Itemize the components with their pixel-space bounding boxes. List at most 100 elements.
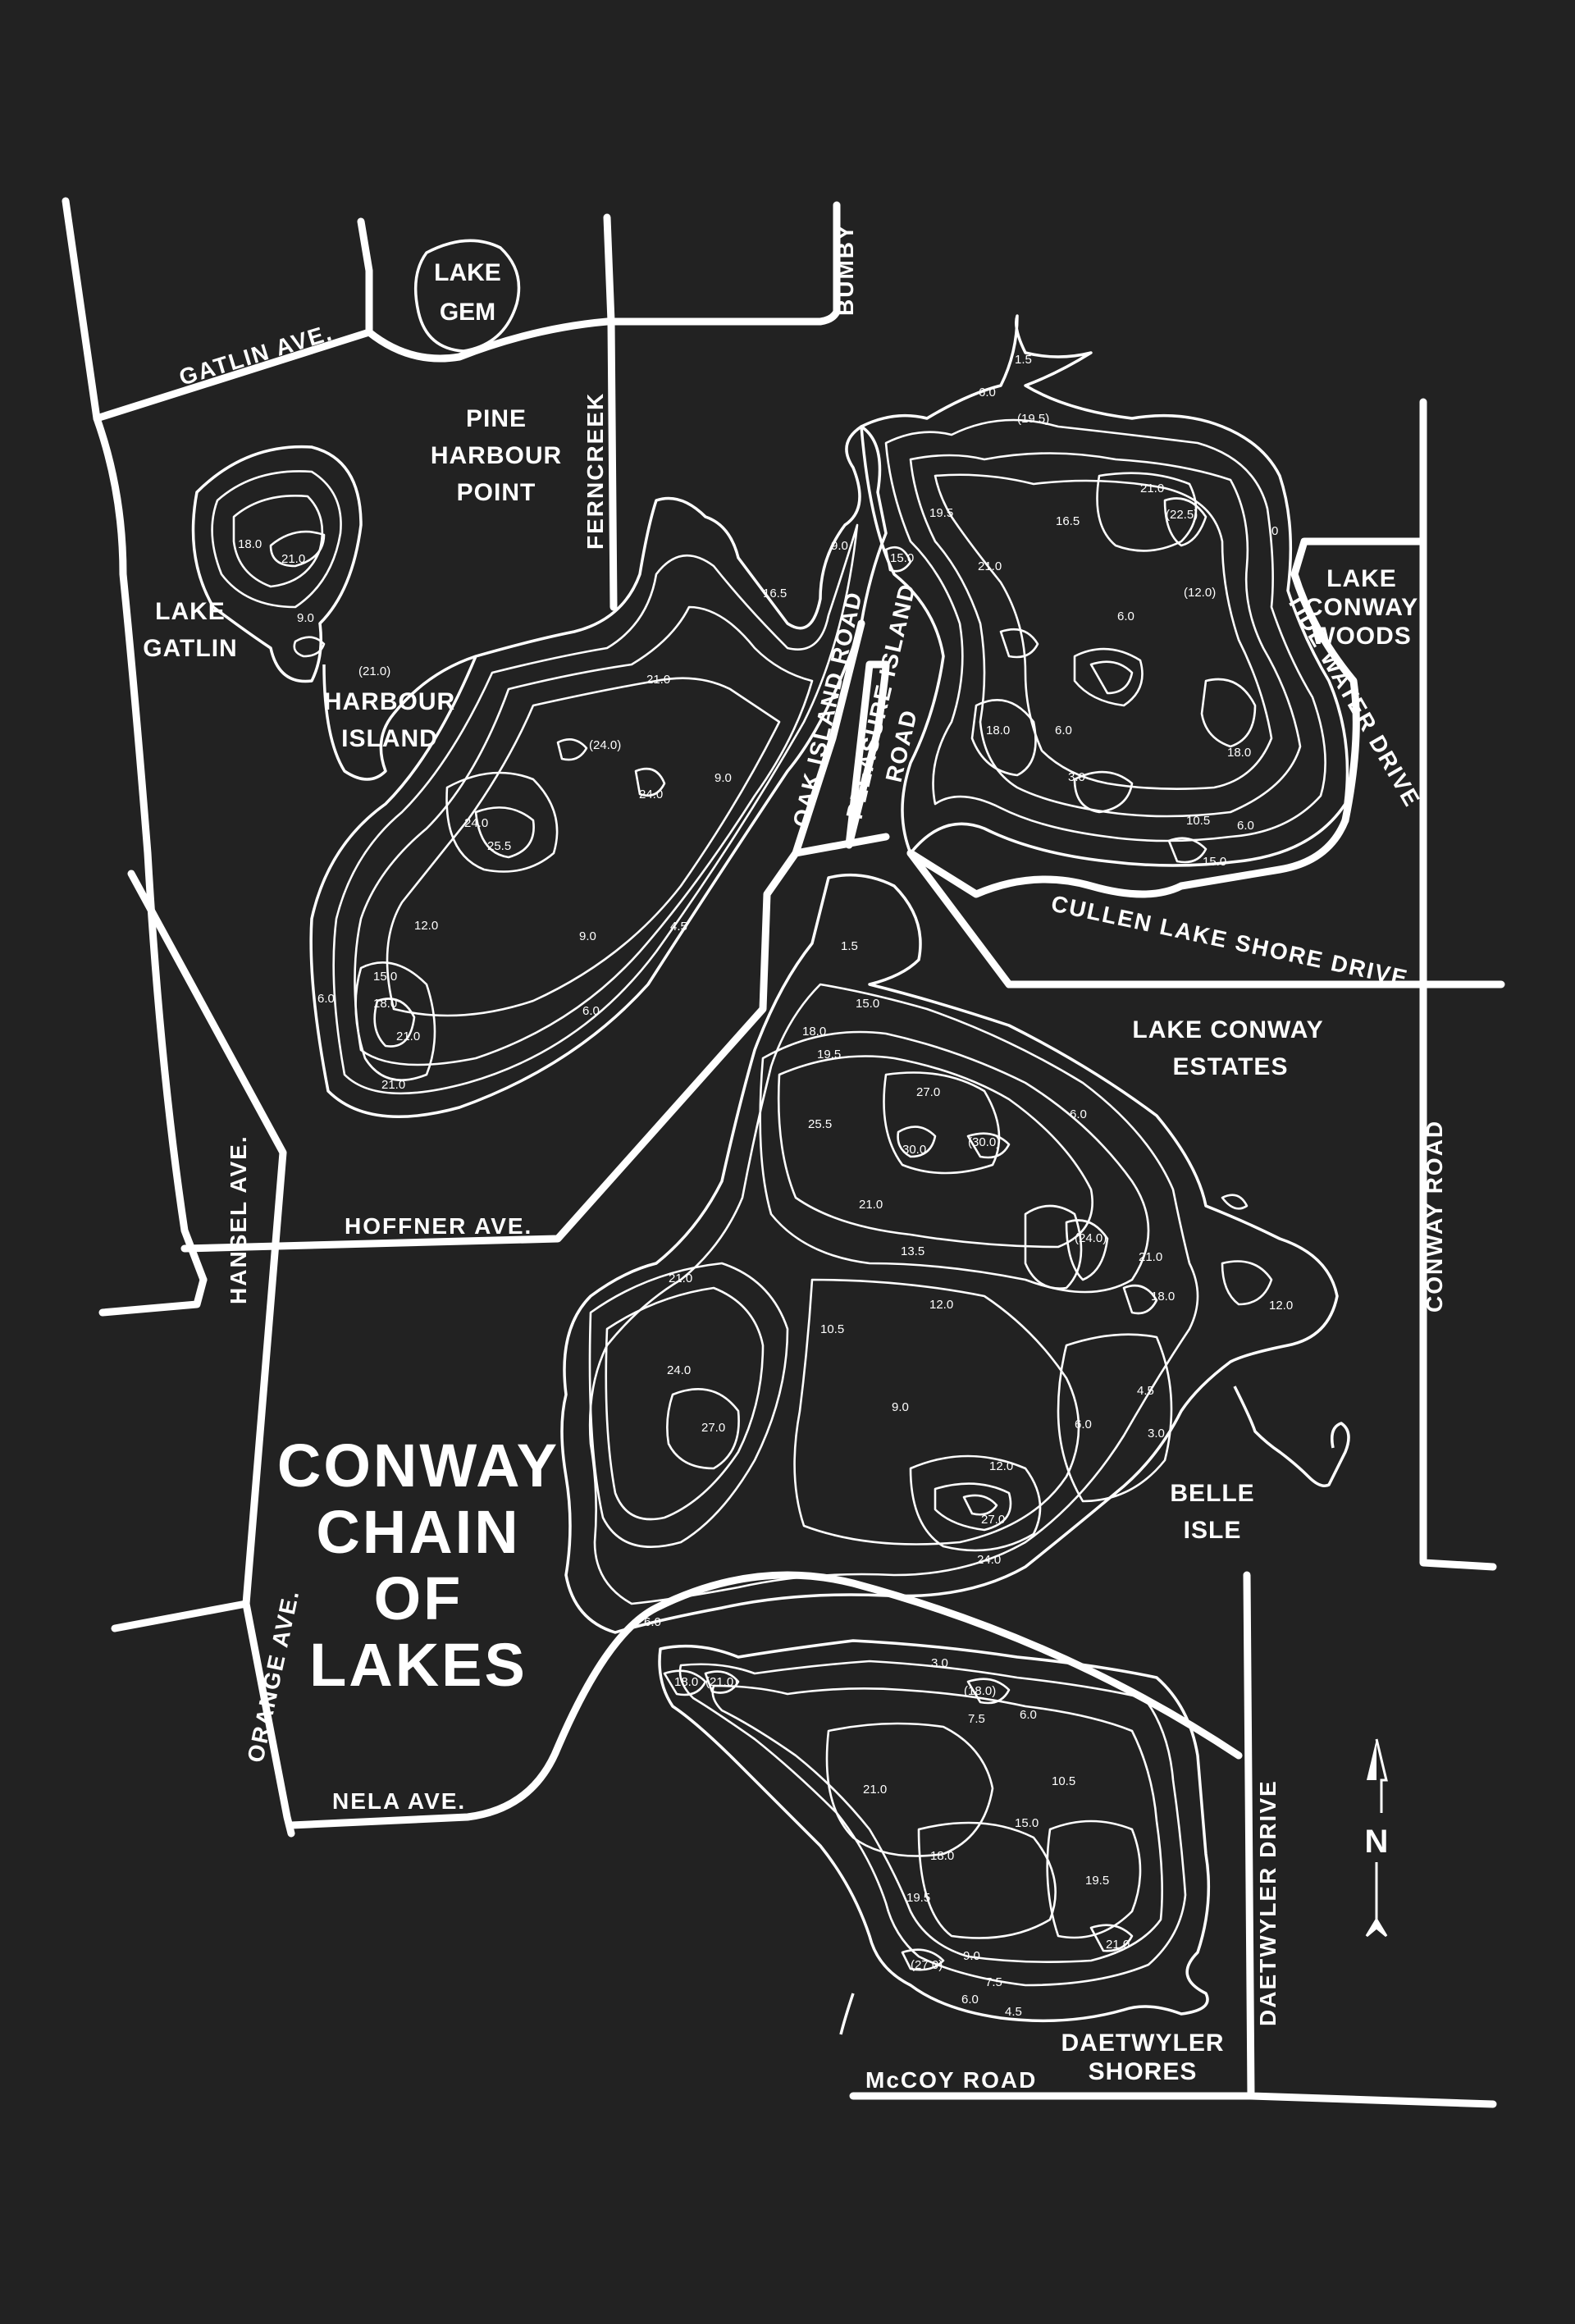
depth-label: 30.0 <box>902 1143 926 1157</box>
label-mccoy-road: McCOY ROAD <box>865 2067 1037 2093</box>
road-orange-ave-north <box>127 870 287 1608</box>
lake-gem: LAKE GEM <box>413 239 521 353</box>
depth-label: 18.0 <box>1227 746 1251 760</box>
depth-label: 18.0 <box>1151 1290 1175 1304</box>
label-lake-conway-estates-line1: LAKE CONWAY <box>1132 1016 1323 1043</box>
lake-northeast-contour <box>1163 497 1208 547</box>
depth-label: 13.5 <box>901 1244 924 1258</box>
label-ferncreek: FERNCREEK <box>582 392 608 550</box>
lake-central-contour <box>1024 1204 1083 1290</box>
depth-label: 10.5 <box>1052 1774 1075 1788</box>
lake-northeast-contour <box>884 546 912 573</box>
depth-label: 18.0 <box>802 1025 826 1039</box>
lake-northeast-contour <box>1073 770 1134 814</box>
lake-west-contour <box>332 523 859 1095</box>
label-lake-conway-woods-line3: WOODS <box>1312 623 1412 650</box>
depth-label: 27.0 <box>701 1421 725 1435</box>
depth-label: 21.0 <box>281 552 305 566</box>
depth-label: 25.5 <box>487 839 511 853</box>
lake-central-contour <box>897 1125 937 1158</box>
depth-label: 19.5 <box>817 1048 841 1062</box>
depth-label: 3.0 <box>1148 1427 1165 1441</box>
depth-label: 12.0 <box>989 1459 1013 1473</box>
depth-label: 24.0 <box>977 1553 1001 1567</box>
depth-label: 6.0 <box>1055 724 1072 737</box>
lake-gatlin-contour <box>211 470 342 609</box>
lake-northeast-contour <box>970 699 1037 777</box>
road-cullen-connector <box>906 849 1505 988</box>
depth-label: (24.0) <box>589 738 621 752</box>
depth-label: 9.0 <box>963 1949 980 1963</box>
depth-label: 27.0 <box>916 1085 940 1099</box>
depth-label: 3.0 <box>1068 770 1085 784</box>
road-gatlin-ave <box>93 308 841 422</box>
depth-label: 21.0 <box>863 1783 887 1797</box>
road-ferncreek <box>603 213 618 611</box>
road-gatlin-north-spur <box>357 217 373 336</box>
lake-northeast-shoreline <box>860 314 1349 867</box>
lake-central-contour <box>1057 1333 1173 1503</box>
label-bumby: BUMBY <box>833 223 858 316</box>
road-tide-water <box>1290 537 1427 824</box>
depth-label: 6.0 <box>1117 610 1134 623</box>
depth-label: 16.5 <box>1056 514 1080 528</box>
label-daetwyler-shores-line2: SHORES <box>1089 2058 1198 2085</box>
label-lake-gatlin-line1: LAKE <box>155 598 226 625</box>
depth-label: 10.5 <box>1186 814 1210 828</box>
depth-label: (12.0) <box>1184 586 1216 600</box>
depth-label: 6.0 <box>1070 1107 1087 1121</box>
lake-central-contour <box>666 1388 740 1470</box>
depth-label: (18.0) <box>964 1684 996 1698</box>
lake-west-contour <box>556 738 588 761</box>
depth-label: 18.0 <box>238 537 262 551</box>
lake-south-contour <box>711 1684 1163 1963</box>
road-hansel-link <box>111 1600 250 1632</box>
depth-label: 1.5 <box>1015 353 1032 367</box>
lake-central <box>560 873 1350 1634</box>
depth-label: (21.0) <box>705 1675 737 1689</box>
depth-label: (24.0) <box>1075 1231 1107 1245</box>
depth-label: 18.0 <box>373 997 397 1011</box>
lake-gatlin-contour <box>293 636 326 658</box>
depth-label: 0 <box>1271 524 1278 538</box>
label-belle-isle-line2: ISLE <box>1184 1517 1242 1544</box>
depth-label: 6.0 <box>1237 819 1254 833</box>
depth-label: 15.0 <box>856 997 879 1011</box>
lake-central-contour <box>605 1286 765 1521</box>
depth-label: 6.0 <box>644 1615 661 1629</box>
label-daetwyler-shores-line1: DAETWYLER <box>1061 2030 1225 2057</box>
lake-central-contour <box>934 1482 1012 1532</box>
lake-central-contour <box>966 1132 1011 1159</box>
depth-label: 6.0 <box>317 992 335 1006</box>
depth-label: 7.5 <box>968 1712 985 1726</box>
lake-gem-label-line1: LAKE <box>434 259 501 286</box>
lake-northeast-contour <box>934 473 1273 790</box>
label-lake-gatlin-line2: GATLIN <box>143 635 237 662</box>
road-pleasure-island-lane <box>845 660 890 849</box>
road-west-edge <box>62 197 208 1284</box>
depth-label: 6.0 <box>1020 1708 1037 1722</box>
north-arrow-tail <box>1365 1862 1388 1938</box>
label-lake-conway-woods-line2: CONWAY <box>1305 594 1418 621</box>
lake-south-contour <box>663 1669 707 1696</box>
title-line-3: OF <box>374 1564 463 1632</box>
lake-northeast-contour <box>909 452 1302 818</box>
depth-label: (30.0) <box>968 1135 1000 1149</box>
depth-label: 6.0 <box>961 1993 979 2007</box>
lake-west-contour <box>445 771 559 873</box>
lake-central-contour <box>909 1454 1042 1552</box>
depth-label: 3.0 <box>931 1656 948 1670</box>
lake-south-contour <box>1089 1924 1134 1952</box>
depth-label: 4.5 <box>1005 2005 1022 2019</box>
lake-south-contour <box>966 1678 1011 1705</box>
lake-south-contour <box>917 1821 1057 1939</box>
north-arrow-shaft-top <box>1375 1738 1388 1813</box>
depth-label: 4.5 <box>1137 1384 1154 1398</box>
label-lake-conway-estates-line2: ESTATES <box>1173 1053 1289 1080</box>
label-pine-harbour-line2: HARBOUR <box>431 442 562 469</box>
lake-northeast <box>860 314 1349 867</box>
lake-south-contour <box>1046 1819 1142 1939</box>
lake-central-contour <box>588 1262 789 1549</box>
title-line-1: CONWAY <box>277 1431 559 1500</box>
